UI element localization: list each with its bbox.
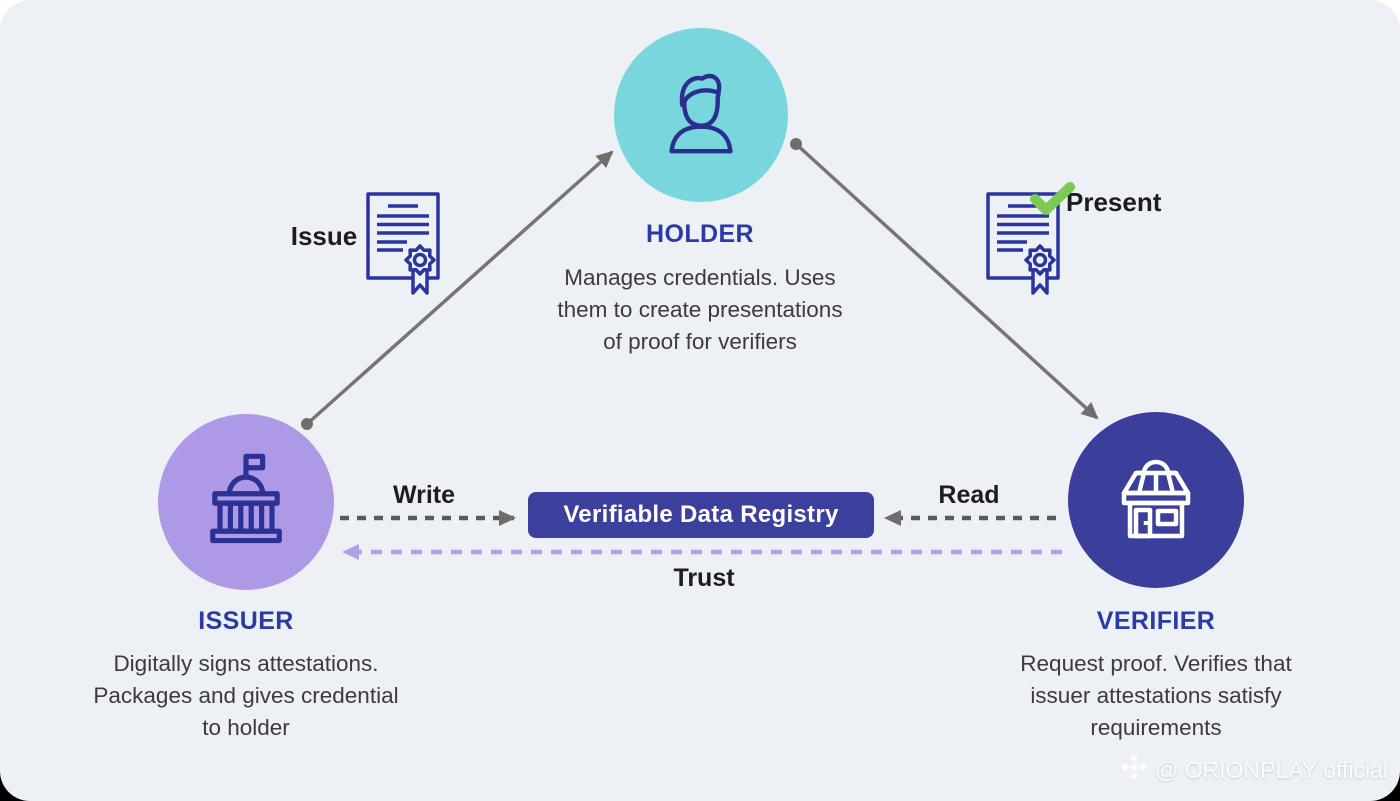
watermark-text: @ ORIONPLAY official (1155, 756, 1388, 783)
holder-title: HOLDER (646, 220, 754, 248)
read-label: Read (938, 481, 1000, 509)
verifier-description: Request proof. Verifies that issuer atte… (1020, 651, 1292, 740)
holder-node (614, 28, 788, 202)
store-icon (1106, 448, 1206, 553)
watermark: @ ORIONPLAY official (1121, 754, 1388, 786)
government-building-icon (194, 448, 298, 557)
trust-label: Trust (673, 564, 735, 592)
verifiable-data-registry-box: Verifiable Data Registry (528, 492, 874, 538)
credential-certificate-icon (360, 188, 452, 309)
write-label: Write (392, 481, 456, 509)
person-icon (652, 64, 750, 167)
holder-description: Manages credentials. Uses them to create… (557, 265, 843, 354)
present-label: Present (1066, 187, 1162, 217)
issuer-node (158, 414, 334, 590)
verifier-node (1068, 412, 1244, 588)
diamond-logo-icon (1121, 754, 1147, 786)
issuer-title: ISSUER (198, 607, 294, 635)
presentation-certificate-icon (980, 182, 1084, 309)
issue-label: Issue (290, 221, 358, 251)
verifier-title: VERIFIER (1096, 607, 1216, 635)
issuer-description: Digitally signs attestations. Packages a… (93, 651, 399, 740)
check-icon (1030, 182, 1075, 215)
